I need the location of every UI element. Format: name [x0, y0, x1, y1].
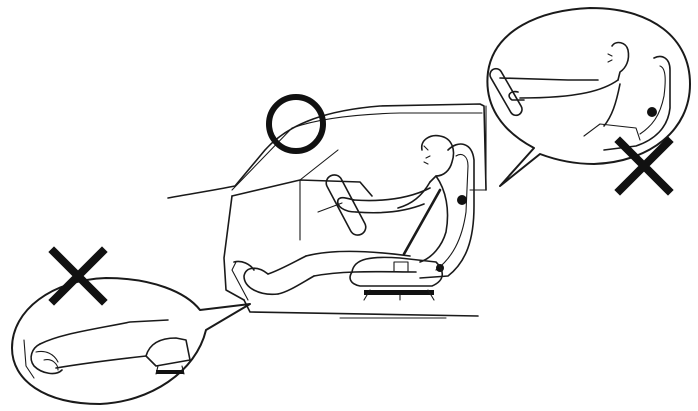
inset-bottom-left: [12, 252, 250, 404]
footwell: [224, 196, 244, 300]
main-scene: [168, 97, 486, 318]
correct-circle-mark: [269, 97, 323, 151]
driver-seat: [350, 144, 474, 300]
inset-top-right: [487, 8, 690, 190]
dashboard: [232, 180, 372, 196]
driver-figure: [232, 136, 454, 300]
inset-top-right-bubble: [487, 8, 690, 186]
floor-line: [244, 300, 478, 316]
